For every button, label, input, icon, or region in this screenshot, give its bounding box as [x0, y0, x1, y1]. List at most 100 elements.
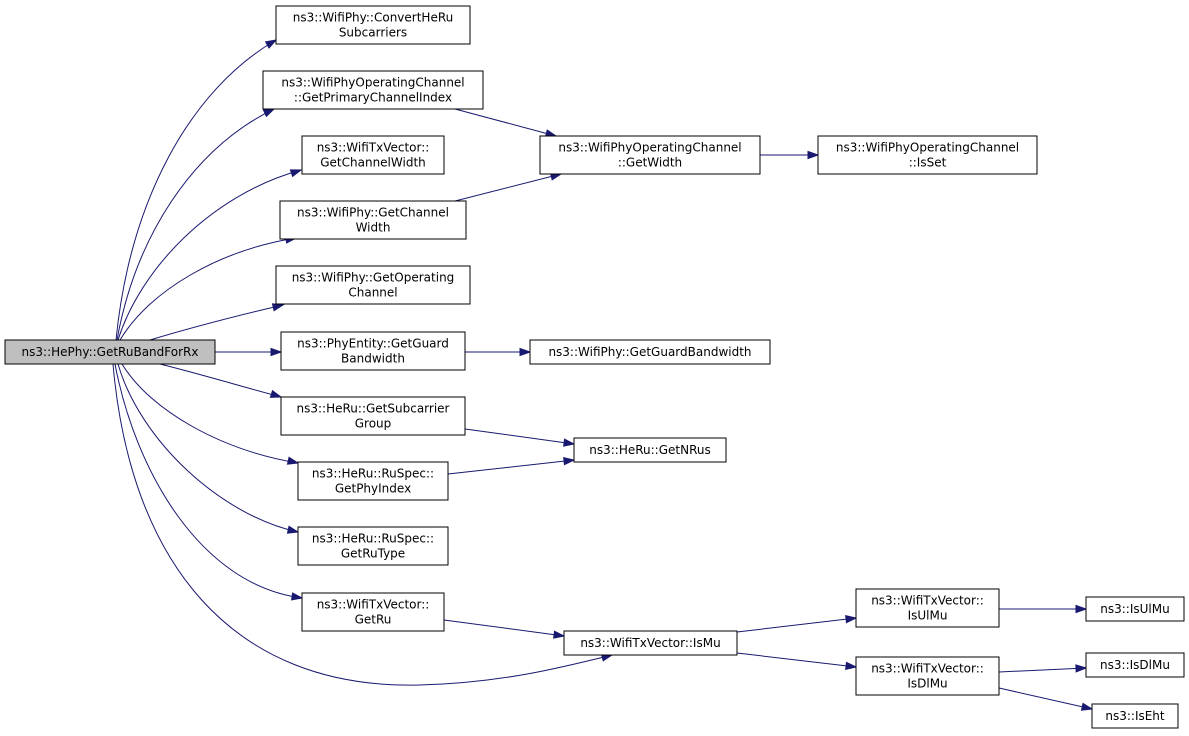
node-box — [280, 331, 466, 371]
node-box — [275, 5, 471, 45]
node-label: Subcarriers — [339, 26, 407, 40]
edge-arrowhead — [519, 347, 532, 357]
node-entityGuard[interactable]: ns3::PhyEntity::GetGuardBandwidth — [280, 331, 466, 371]
edge-line — [454, 108, 557, 137]
edge-arrowhead — [286, 456, 300, 465]
edge-entityGuard-to-phyGuard — [465, 347, 532, 357]
node-box — [4, 339, 216, 365]
edge-root-to-txvChannelWidth — [117, 169, 303, 341]
node-box — [1091, 703, 1179, 729]
node-getRu[interactable]: ns3::WifiTxVector::GetRu — [301, 592, 445, 632]
node-label: ns3::WifiTxVector:: — [317, 598, 430, 612]
node-box — [539, 135, 761, 175]
edge-root-to-entityGuard — [215, 347, 283, 357]
edge-line — [464, 428, 575, 445]
edge-arrowhead — [290, 592, 304, 601]
node-label: ns3::HePhy::GetRuBandForRx — [22, 345, 199, 359]
node-label: GetRuType — [341, 547, 405, 561]
edge-getRu-to-isMuTx — [443, 619, 566, 639]
node-label: ns3::WifiPhyOperatingChannel — [558, 141, 741, 155]
node-label: ns3::PhyEntity::GetGuard — [297, 337, 449, 351]
node-phyIndex[interactable]: ns3::HeRu::RuSpec::GetPhyIndex — [297, 461, 449, 501]
node-isUlMu[interactable]: ns3::IsUlMu — [1085, 596, 1185, 622]
edge-line — [736, 652, 857, 668]
edge-line — [447, 459, 575, 475]
edge-line — [443, 619, 565, 637]
edge-phyIndex-to-getNRus — [447, 456, 576, 475]
node-ruType[interactable]: ns3::HeRu::RuSpec::GetRuType — [297, 526, 449, 566]
edge-arrowhead — [807, 150, 820, 160]
node-isDlMu[interactable]: ns3::IsDlMu — [1085, 652, 1185, 678]
node-opGetWidth[interactable]: ns3::WifiPhyOperatingChannel::GetWidth — [539, 135, 761, 175]
edge-arrowhead — [269, 389, 283, 398]
node-label: ns3::WifiPhyOperatingChannel — [281, 76, 464, 90]
node-label: ns3::WifiPhy::GetChannel — [297, 206, 449, 220]
node-label: GetPhyIndex — [335, 482, 411, 496]
node-box — [855, 588, 1000, 628]
node-isMuTx[interactable]: ns3::WifiTxVector::IsMu — [563, 630, 738, 656]
node-box — [297, 526, 449, 566]
edge-root-to-getRu — [114, 363, 304, 601]
node-label: ns3::WifiTxVector:: — [871, 594, 984, 608]
edge-arrowhead — [553, 630, 566, 639]
node-label: GetChannelWidth — [320, 156, 426, 170]
node-label: ns3::WifiPhy::GetOperating — [292, 271, 455, 285]
edge-isDlMuTx-to-isDlMu — [998, 664, 1088, 673]
edge-line — [121, 363, 299, 464]
edge-arrowhead — [271, 303, 285, 312]
node-label: ns3::IsDlMu — [1100, 658, 1170, 672]
node-phyGuard[interactable]: ns3::WifiPhy::GetGuardBandwidth — [529, 339, 771, 365]
edge-arrowhead — [289, 169, 303, 178]
edge-phyChannelWidth-to-opGetWidth — [454, 172, 563, 202]
nodes-layer: ns3::HePhy::GetRuBandForRx ns3::WifiPhy::… — [4, 5, 1185, 729]
node-box — [280, 396, 466, 436]
edges-layer — [112, 39, 1094, 711]
node-label: ns3::HeRu::RuSpec:: — [312, 467, 434, 481]
edge-arrowhead — [563, 438, 576, 447]
edge-arrowhead — [286, 525, 300, 534]
node-isUlMuTx[interactable]: ns3::WifiTxVector::IsUlMu — [855, 588, 1000, 628]
node-box — [855, 656, 1000, 696]
node-box — [275, 265, 471, 305]
edge-root-to-phyChannelWidth — [119, 235, 298, 341]
edge-subcarrierGroup-to-getNRus — [464, 428, 576, 447]
edge-isMuTx-to-isDlMuTx — [736, 652, 858, 670]
node-txvChannelWidth[interactable]: ns3::WifiTxVector::GetChannelWidth — [301, 135, 445, 175]
node-label: ns3::WifiPhy::ConvertHeRu — [293, 11, 454, 25]
node-label: IsDlMu — [907, 677, 947, 691]
node-isEht[interactable]: ns3::IsEht — [1091, 703, 1179, 729]
edge-root-to-subcarrierGroup — [159, 363, 283, 398]
node-box — [279, 200, 467, 240]
edge-line — [117, 363, 299, 533]
node-isSet[interactable]: ns3::WifiPhyOperatingChannel::IsSet — [817, 135, 1038, 175]
edge-line — [116, 108, 275, 341]
node-box — [563, 630, 738, 656]
edge-line — [115, 39, 277, 341]
node-box — [817, 135, 1038, 175]
edge-line — [454, 173, 562, 202]
node-label: GetRu — [355, 613, 392, 627]
node-label: ns3::WifiTxVector::IsMu — [580, 636, 720, 650]
node-label: ns3::IsUlMu — [1100, 602, 1169, 616]
edge-arrowhead — [845, 615, 858, 624]
edge-isUlMuTx-to-isUlMu — [999, 604, 1088, 614]
node-box — [262, 70, 484, 110]
node-box — [297, 461, 449, 501]
node-isDlMuTx[interactable]: ns3::WifiTxVector::IsDlMu — [855, 656, 1000, 696]
node-box — [529, 339, 771, 365]
node-getPrimaryIdx[interactable]: ns3::WifiPhyOperatingChannel::GetPrimary… — [262, 70, 484, 110]
edge-arrowhead — [264, 39, 278, 49]
edge-line — [112, 363, 613, 686]
node-label: ns3::WifiTxVector:: — [317, 141, 430, 155]
node-phyChannelWidth[interactable]: ns3::WifiPhy::GetChannelWidth — [279, 200, 467, 240]
edge-line — [119, 237, 297, 341]
node-label: ns3::IsEht — [1105, 709, 1165, 723]
node-label: ::GetPrimaryChannelIndex — [294, 91, 452, 105]
node-getNRus[interactable]: ns3::HeRu::GetNRus — [573, 437, 727, 463]
edge-line — [736, 617, 857, 633]
edge-line — [149, 304, 284, 341]
